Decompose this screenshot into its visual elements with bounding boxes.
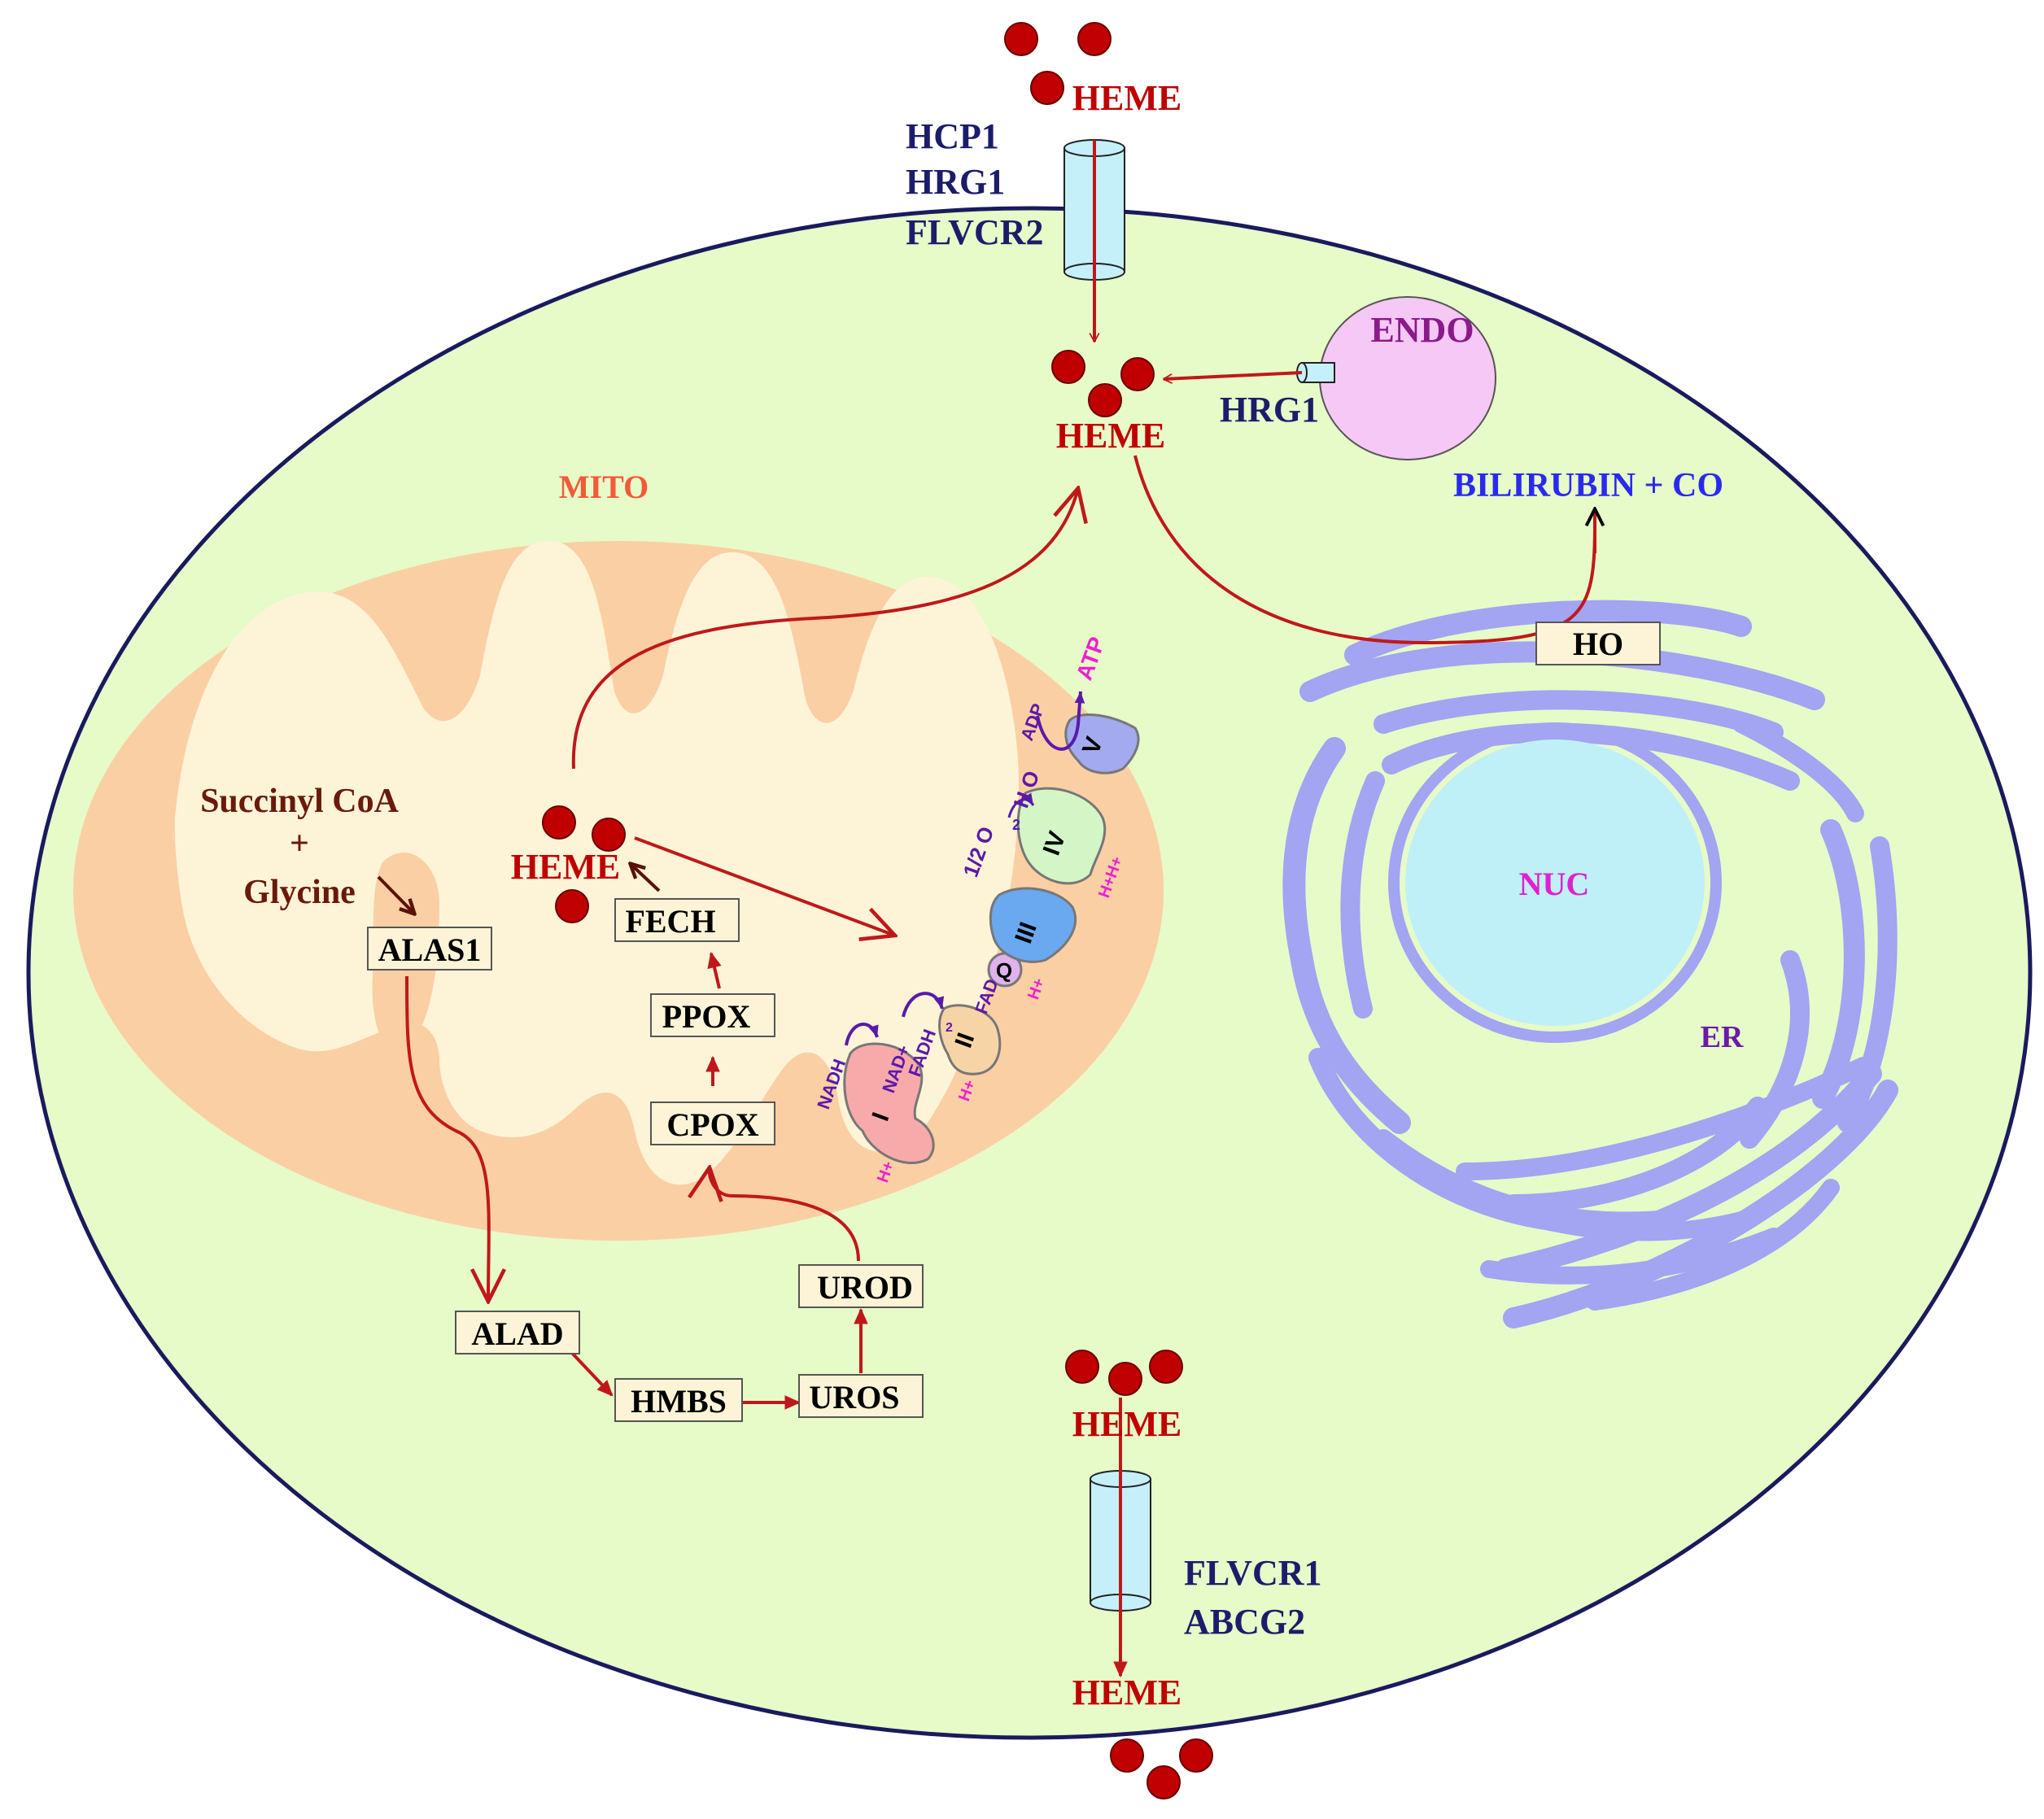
substrate-to-alas1-arrow bbox=[377, 875, 413, 913]
abcg2-label: ABCG2 bbox=[1184, 1602, 1305, 1642]
urod-to-cpox-arrow bbox=[710, 1167, 860, 1262]
heme-molecule bbox=[1088, 383, 1122, 417]
heme-molecule bbox=[592, 818, 626, 852]
plus-label: + bbox=[290, 825, 309, 862]
hcp1-label: HCP1 bbox=[906, 116, 999, 156]
heme-bottom-label: HEME bbox=[1072, 1673, 1181, 1712]
bilirubin-label: BILIRUBIN + CO bbox=[1453, 467, 1723, 504]
heme-molecule bbox=[1030, 71, 1064, 105]
er-label: ER bbox=[1701, 1020, 1744, 1054]
hmbs-label: HMBS bbox=[631, 1383, 727, 1420]
fech-label: FECH bbox=[625, 903, 715, 940]
urod-label: UROD bbox=[817, 1269, 913, 1306]
uros-label: UROS bbox=[809, 1379, 899, 1416]
complex-i bbox=[843, 1042, 935, 1164]
ppox-box bbox=[650, 993, 775, 1037]
hrg1-endo-label: HRG1 bbox=[1220, 390, 1319, 430]
flvcr2-label: FLVCR2 bbox=[906, 212, 1044, 252]
heme-molecule bbox=[555, 889, 589, 923]
fadh2-electron-arrow bbox=[902, 992, 945, 1018]
urod-box bbox=[798, 1264, 924, 1308]
heme-dots-lower bbox=[1065, 1350, 1183, 1396]
nucleus bbox=[1405, 739, 1705, 1026]
heme-cytoplasm-label: HEME bbox=[1056, 416, 1165, 456]
cpox-box bbox=[650, 1101, 775, 1145]
complex-v bbox=[1064, 713, 1140, 774]
heme-molecule bbox=[1108, 1362, 1142, 1396]
flvcr1-label: FLVCR1 bbox=[1184, 1553, 1322, 1593]
nuc-label: NUC bbox=[1519, 866, 1590, 902]
heme-dots-top bbox=[1004, 22, 1112, 105]
ppox-label: PPOX bbox=[662, 998, 751, 1035]
heme-molecule bbox=[1065, 1350, 1099, 1384]
heme-molecule bbox=[542, 805, 576, 840]
fech-to-heme-arrow bbox=[631, 865, 661, 892]
mito-label: MITO bbox=[559, 469, 649, 505]
heme-molecule bbox=[1051, 350, 1085, 384]
heme-molecule bbox=[1077, 22, 1112, 56]
uros-box bbox=[798, 1374, 924, 1418]
heme-dots-cytoplasm bbox=[1051, 350, 1155, 417]
glycine-label: Glycine bbox=[243, 874, 356, 911]
fech-box bbox=[614, 898, 740, 942]
alas1-label: ALAS1 bbox=[378, 931, 482, 968]
alad-box bbox=[455, 1311, 580, 1354]
heme-molecule bbox=[1179, 1738, 1213, 1773]
complex-iii bbox=[989, 887, 1077, 963]
oxygen-reduction-arrow bbox=[1007, 792, 1035, 818]
heme-molecule bbox=[1120, 357, 1155, 391]
alad-label: ALAD bbox=[471, 1315, 563, 1352]
heme-mito-label: HEME bbox=[511, 847, 620, 887]
enzyme-boxes bbox=[367, 622, 1661, 1422]
heme-lower-label: HEME bbox=[1072, 1404, 1181, 1444]
heme-to-etc-arrow bbox=[634, 836, 895, 936]
alad-to-hmbs-arrow bbox=[568, 1349, 614, 1397]
hrg1-label: HRG1 bbox=[906, 162, 1005, 202]
nadh-electron-arrow bbox=[845, 1023, 879, 1046]
ho-box bbox=[1535, 622, 1661, 665]
nuclear-envelope bbox=[1388, 722, 1722, 1043]
endosome-release-arrow bbox=[1164, 371, 1303, 379]
heme-dots-mito bbox=[542, 805, 626, 923]
heme-molecule bbox=[1146, 1765, 1181, 1799]
fadh2-subscript: 2 bbox=[946, 1021, 953, 1035]
complex-iv bbox=[1016, 787, 1107, 885]
mito-export-arrow bbox=[571, 488, 1078, 770]
ho-degradation-arrow bbox=[1133, 455, 1596, 645]
heme-top-label: HEME bbox=[1072, 78, 1181, 118]
q-label: Q bbox=[996, 958, 1012, 983]
electron-transport-chain bbox=[843, 691, 1140, 1164]
heme-molecule bbox=[1149, 1350, 1183, 1384]
endo-label: ENDO bbox=[1370, 310, 1474, 350]
complex-ii bbox=[938, 1004, 1002, 1075]
succinyl-coa-label: Succinyl CoA bbox=[200, 783, 400, 820]
heme-dots-bottom bbox=[1110, 1738, 1213, 1799]
cpox-label: CPOX bbox=[666, 1106, 758, 1143]
pathway-arrows bbox=[405, 140, 1596, 1678]
atp-synthesis-arrow bbox=[1036, 691, 1085, 751]
heme-molecule bbox=[1004, 22, 1038, 56]
ho-label: HO bbox=[1573, 626, 1623, 662]
ppox-to-fech-arrow bbox=[707, 951, 722, 989]
alas1-to-alad-arrow bbox=[405, 975, 489, 1302]
o2-subscript: 2 bbox=[1012, 817, 1020, 833]
alas1-box bbox=[367, 927, 492, 971]
mitochondrion bbox=[73, 540, 1164, 1241]
hrg1-endosome-channel bbox=[1296, 362, 1335, 383]
hmbs-box bbox=[614, 1378, 743, 1422]
heme-molecule bbox=[1110, 1738, 1144, 1773]
